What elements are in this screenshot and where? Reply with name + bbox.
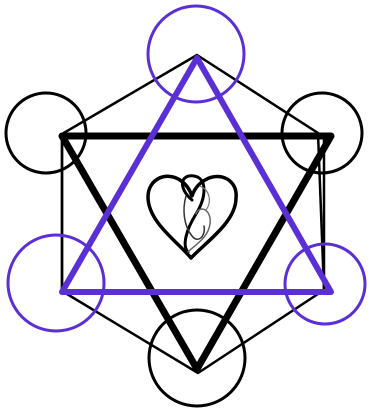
circle-bottom [149, 310, 245, 406]
heart-icon [148, 176, 236, 258]
circle-top [148, 6, 244, 102]
